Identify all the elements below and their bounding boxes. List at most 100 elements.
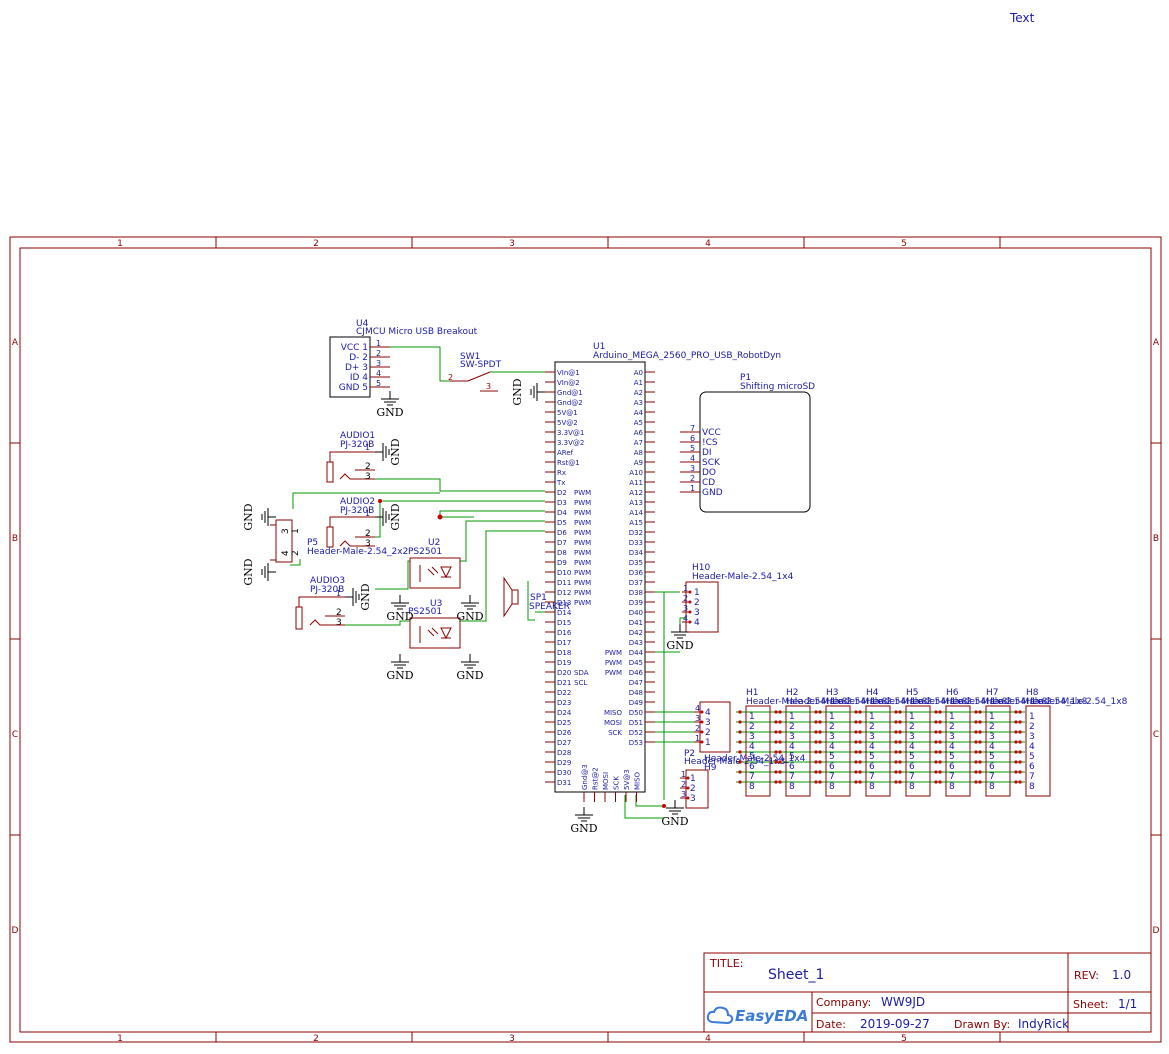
audio3-jack[interactable]: AUDIO3 PJ-320B 1 2 3	[295, 576, 345, 630]
u1-left-pin-label: D28	[557, 749, 571, 757]
u1-left-pin-label: D30	[557, 769, 571, 777]
u4-pin-label: D- 2	[349, 353, 368, 363]
u3-name: PS2501	[408, 607, 442, 617]
p1-pin-num: 6	[690, 434, 695, 443]
header-pin-dot	[858, 720, 862, 724]
gnd-label: GND	[386, 669, 413, 682]
u1-left-pin-label: D15	[557, 619, 571, 627]
header-pin-num: 4	[749, 742, 755, 752]
u1-right-pin-label: D43	[629, 639, 643, 647]
header-pin-num: 1	[1029, 712, 1035, 722]
header-pin-dot	[974, 740, 978, 744]
frame-labels: 1 2 3 4 5 1 2 3 4 5 A B C D A B C D	[12, 239, 1160, 1044]
u1-left-pin-label: D31	[557, 779, 571, 787]
header-pin-dot	[1014, 710, 1018, 714]
header-pin-num: 5	[829, 752, 835, 762]
u1-left-pin-label: D21	[557, 679, 571, 687]
header-pin-dot	[974, 750, 978, 754]
header-pin-num: 7	[829, 772, 835, 782]
header-pin-dot	[974, 770, 978, 774]
header-pin-dot	[738, 780, 742, 784]
header-pin-num: 4	[1029, 742, 1035, 752]
u1-arduino-mega[interactable]: U1 Arduino_MEGA_2560_PRO_USB_RobotDyn VI…	[545, 342, 781, 802]
p1-microsd[interactable]: P1 Shifting microSD VCC7!CS6DI5SCK4DO3CD…	[680, 373, 815, 513]
header-pin-dot	[898, 770, 902, 774]
p5-pin4: 4	[281, 550, 291, 556]
header-pin-dot	[774, 770, 778, 774]
u2-optocoupler[interactable]: U2 PS2501	[408, 538, 461, 589]
u3-optocoupler[interactable]: U3 PS2501	[408, 599, 461, 649]
p2-pin-num: 2	[690, 784, 696, 794]
header-pin-dot	[938, 730, 942, 734]
u1-left-pin-label: Gnd@1	[557, 389, 583, 397]
header-pin-dot	[858, 710, 862, 714]
gnd-symbol: GND	[242, 503, 276, 531]
header-ref: H6	[946, 688, 959, 698]
gnd-label: GND	[456, 610, 483, 623]
sw1-switch[interactable]: SW1 SW-SPDT 2 3	[448, 352, 502, 392]
sp1-ref: SP1	[530, 593, 547, 603]
u1-right-pin-label: A4	[634, 409, 644, 417]
u1-bottom-pin-label: 5V@3	[623, 769, 631, 790]
header-ref: H5	[906, 688, 919, 698]
p1-pin-label: VCC	[702, 428, 721, 438]
p2-pin-num: 3	[690, 794, 696, 804]
header-pin-dot	[894, 780, 898, 784]
p1-pin-num: 5	[690, 444, 695, 453]
p1-pin-num: 7	[690, 424, 695, 433]
header-pin-dot	[774, 750, 778, 754]
u4-pin-label: GND 5	[339, 383, 368, 393]
audio2-jack[interactable]: AUDIO2 PJ-320B 1 2 3	[326, 497, 375, 549]
header-pin-dot	[818, 710, 822, 714]
h10-pin-num: 3	[694, 608, 700, 618]
u1-right-pin-label: A13	[629, 499, 643, 507]
gnd-symbol: GND	[345, 583, 372, 611]
header-pin-dot	[898, 710, 902, 714]
p5-header-2x2[interactable]: P5 Header-Male-2.54_2x2 3 1 4 2	[270, 519, 408, 563]
u1-right-pin-label: D47	[629, 679, 643, 687]
audio1-jack[interactable]: AUDIO1 PJ-320B 1 2 3	[326, 431, 375, 483]
header-pin-dot	[738, 740, 742, 744]
header-pin-num: 8	[1029, 782, 1035, 792]
u1-right-pin-label: D35	[629, 559, 643, 567]
h9-pin-dot	[700, 730, 704, 734]
p5-name: Header-Male-2.54_2x2	[307, 547, 408, 557]
u1-right-pin-label: A1	[634, 379, 643, 387]
header-pin-dot	[778, 750, 782, 754]
u1-right-pin-label: A12	[629, 489, 643, 497]
u4-pin-label: VCC 1	[341, 343, 368, 353]
canvas-free-text[interactable]: Text	[1009, 11, 1035, 25]
u1-left-pin-label: D2	[557, 489, 567, 497]
header-pin-dot	[938, 740, 942, 744]
p2-pin-dot	[686, 786, 690, 790]
u1-right-pin-label: A10	[629, 469, 643, 477]
u1-left-pin-note: PWM	[574, 589, 591, 597]
gnd-symbol: GND	[386, 654, 414, 682]
p5-pin1: 1	[291, 528, 301, 534]
header-pin-dot	[1018, 740, 1022, 744]
sp1-speaker[interactable]: SP1 SPEAKER	[503, 576, 570, 618]
header-pin-num: 1	[789, 712, 795, 722]
u1-right-pin-label: D41	[629, 619, 643, 627]
header-pin-num: 6	[789, 762, 795, 772]
header-pin-num: 7	[909, 772, 915, 782]
u1-left-pin-note: PWM	[574, 559, 591, 567]
header-ref: H2	[786, 688, 799, 698]
gnd-label: GND	[511, 378, 524, 405]
u1-left-pin-label: D11	[557, 579, 571, 587]
